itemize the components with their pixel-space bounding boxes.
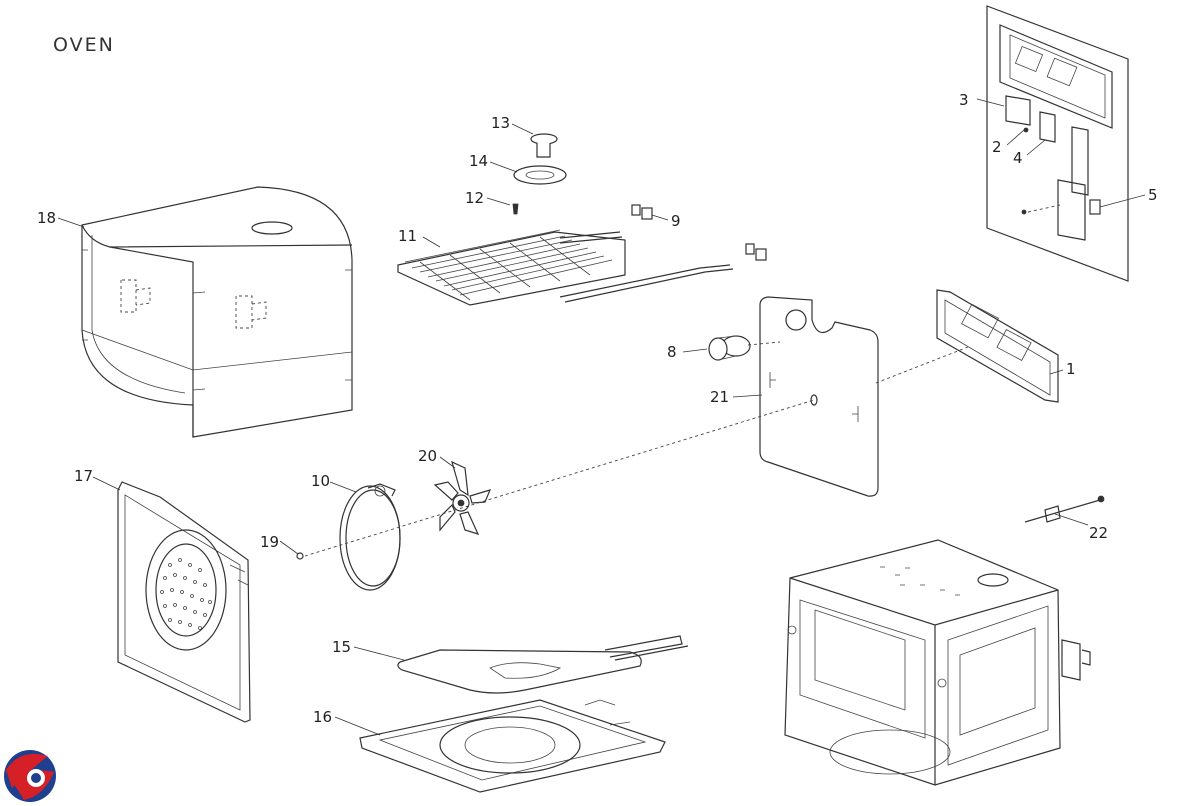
part-20-fan-blade <box>433 460 492 535</box>
part-label-12: 12 <box>465 189 484 207</box>
part-21-rear-panel <box>759 296 879 497</box>
diagram-title: OVEN <box>53 34 115 56</box>
part-label-21: 21 <box>710 388 729 406</box>
part-number-labels: 1 2 3 4 5 8 9 10 11 12 13 14 15 16 17 18… <box>37 91 1158 726</box>
company-logo-icon <box>4 750 56 802</box>
part-label-17: 17 <box>74 467 93 485</box>
part-label-1: 1 <box>1066 360 1076 378</box>
oven-cavity <box>784 539 1091 786</box>
part-13-lamp-cover <box>530 133 558 158</box>
part-15-bottom-element <box>397 635 689 694</box>
part-8-fan-motor <box>708 335 781 361</box>
leader-lines <box>57 98 1146 736</box>
part-label-15: 15 <box>332 638 351 656</box>
part-label-18: 18 <box>37 209 56 227</box>
part-label-2: 2 <box>992 138 1002 156</box>
assembly-axis-line <box>304 399 815 557</box>
part-22-spit <box>1024 495 1105 523</box>
part-17-back-panel <box>117 481 251 723</box>
part-label-9: 9 <box>671 212 681 230</box>
part-label-10: 10 <box>311 472 330 490</box>
part-label-4: 4 <box>1013 149 1023 167</box>
part-label-22: 22 <box>1089 524 1108 542</box>
part-10-circular-element <box>339 483 401 591</box>
part-11-grill-element <box>397 229 734 306</box>
part-1-control-bracket <box>875 289 1059 403</box>
part-19-nut <box>296 552 304 560</box>
part-label-11: 11 <box>398 227 417 245</box>
part-18-outer-casing <box>81 186 353 438</box>
part-16-bottom-tray <box>359 699 666 793</box>
part-label-8: 8 <box>667 343 677 361</box>
part-12-screw <box>512 203 519 215</box>
part-9-connectors <box>631 204 767 261</box>
part-label-16: 16 <box>313 708 332 726</box>
part-label-5: 5 <box>1148 186 1158 204</box>
inset-panel-control-board <box>986 5 1129 282</box>
part-label-3: 3 <box>959 91 969 109</box>
part-label-19: 19 <box>260 533 279 551</box>
part-label-14: 14 <box>469 152 488 170</box>
part-14-lamp-holder <box>513 165 567 185</box>
part-label-20: 20 <box>418 447 437 465</box>
part-label-13: 13 <box>491 114 510 132</box>
